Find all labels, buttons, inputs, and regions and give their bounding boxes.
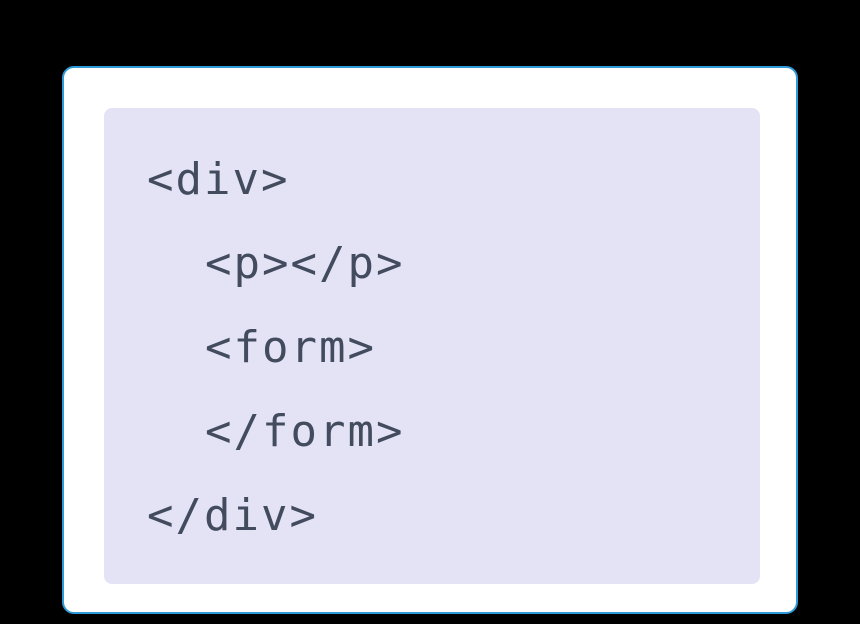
code-line: </div> [147, 490, 318, 541]
code-line: <div> [147, 154, 290, 205]
code-example-card: <div> <p></p> <form> </form> </div> [62, 66, 798, 614]
code-line: <form> [205, 322, 376, 373]
code-line: <p></p> [205, 238, 405, 289]
code-snippet-panel: <div> <p></p> <form> </form> </div> [104, 108, 760, 584]
code-line: </form> [205, 406, 405, 457]
